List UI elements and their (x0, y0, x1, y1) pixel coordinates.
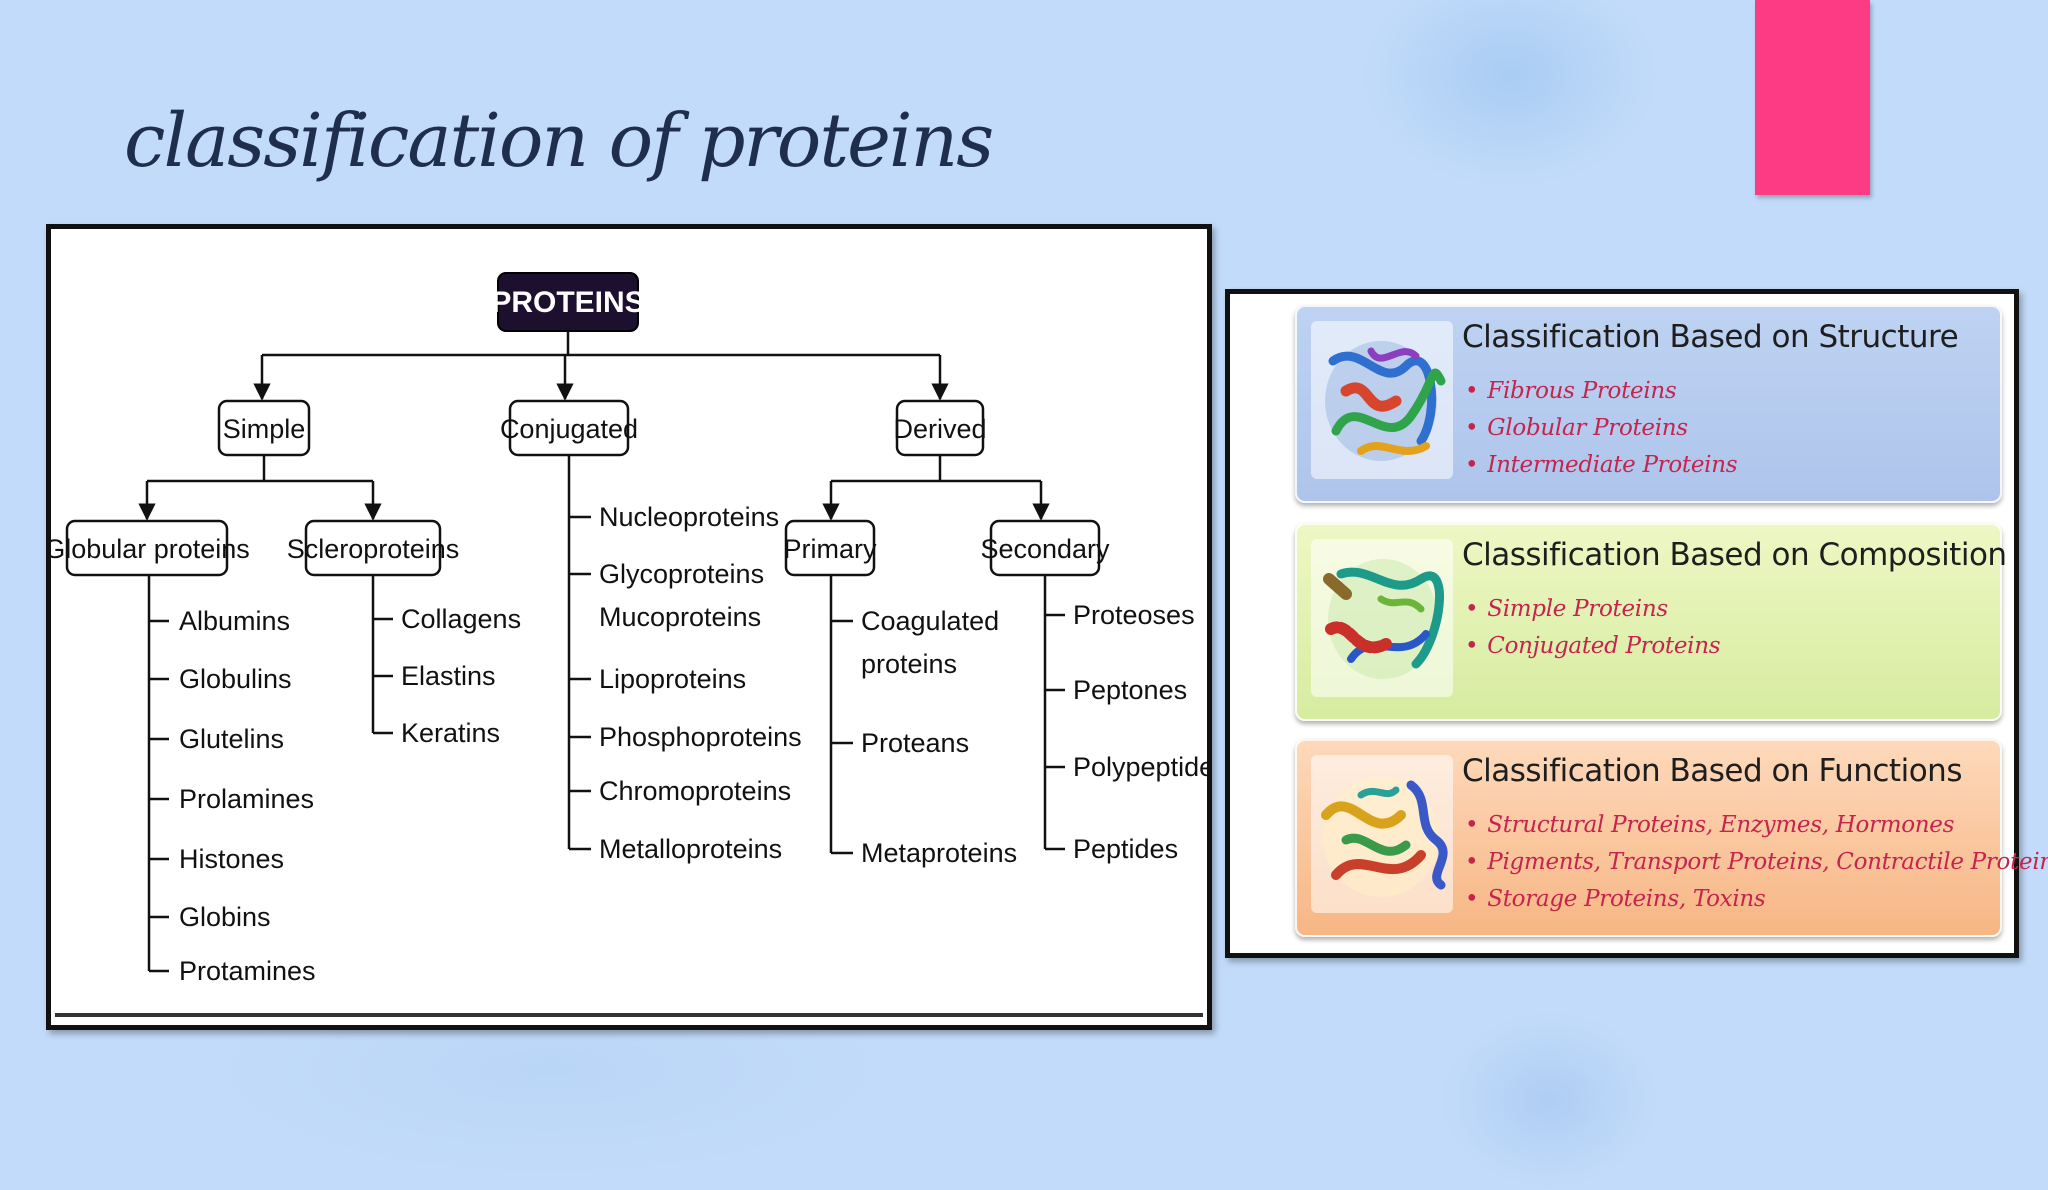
tree-item: Albumins (179, 606, 290, 636)
protein-structure-image (1311, 321, 1453, 479)
node-label: Simple (223, 414, 306, 444)
list-item: Structural Proteins, Enzymes, Hormones (1465, 807, 2048, 844)
tree-item: Peptides (1073, 834, 1178, 864)
protein-structure-image (1311, 539, 1453, 697)
node-conjugated: Conjugated (500, 399, 638, 457)
node-label: Primary (784, 534, 877, 564)
card-list: Structural Proteins, Enzymes, Hormones P… (1465, 807, 2048, 918)
tree-item: Histones (179, 844, 284, 874)
protein-structure-image (1311, 755, 1453, 913)
node-label: Derived (893, 414, 986, 444)
list-item: Storage Proteins, Toxins (1465, 881, 2048, 918)
card-functions: Classification Based on Functions Struct… (1295, 739, 2048, 937)
background-blob (1360, 0, 1660, 190)
tree-item: Chromoproteins (599, 776, 791, 806)
card-heading: Classification Based on Functions (1462, 753, 1962, 789)
card-list: Simple Proteins Conjugated Proteins (1465, 591, 1720, 665)
node-primary: Primary (784, 519, 877, 577)
node-globular-proteins: Globular proteins (51, 519, 250, 577)
tree-item: Protamines (179, 956, 316, 986)
tree-item: proteins (861, 649, 957, 679)
root-label: PROTEINS (491, 286, 644, 319)
node-simple: Simple (217, 399, 311, 457)
scleroproteins-list: Collagens Elastins Keratins (371, 575, 521, 748)
node-label: Secondary (980, 534, 1110, 564)
card-heading: Classification Based on Structure (1462, 319, 1959, 355)
tree-item: Lipoproteins (599, 664, 746, 694)
root-node: PROTEINS (491, 272, 645, 332)
card-structure: Classification Based on Structure Fibrou… (1295, 305, 2002, 503)
card-composition: Classification Based on Composition Simp… (1295, 523, 2007, 721)
simple-connectors (138, 455, 382, 521)
globular-list: Albumins Globulins Glutelins Prolamines … (147, 575, 316, 986)
tree-item: Proteans (861, 728, 969, 758)
divider (55, 1013, 1203, 1017)
list-item: Fibrous Proteins (1465, 373, 1737, 410)
tree-item: Peptones (1073, 675, 1187, 705)
background-blob (1440, 1010, 1660, 1190)
node-label: Conjugated (500, 414, 638, 444)
card-list: Fibrous Proteins Globular Proteins Inter… (1465, 373, 1737, 484)
node-secondary: Secondary (980, 519, 1110, 577)
accent-bar (1755, 0, 1870, 195)
secondary-list: Proteoses Peptones Polypeptides Peptides (1043, 575, 1207, 864)
tree-item: Glycoproteins (599, 559, 764, 589)
node-derived: Derived (893, 399, 987, 457)
tree-item: Coagulated (861, 606, 999, 636)
primary-list: Coagulated proteins Proteans Metaprotein… (829, 575, 1017, 868)
tree-item: Polypeptides (1073, 752, 1207, 782)
list-item: Conjugated Proteins (1465, 628, 1720, 665)
tree-item: Nucleoproteins (599, 502, 779, 532)
list-item: Pigments, Transport Proteins, Contractil… (1465, 844, 2048, 881)
root-connectors (253, 331, 949, 401)
tree-item: Mucoproteins (599, 602, 761, 632)
classification-tree: PROTEINS Simple Conjugated Derived (51, 272, 1207, 986)
tree-item: Elastins (401, 661, 496, 691)
slide-title: classification of proteins (124, 98, 994, 184)
classification-cards-image: Classification Based on Structure Fibrou… (1225, 289, 2048, 958)
tree-item: Phosphoproteins (599, 722, 802, 752)
node-scleroproteins: Scleroproteins (287, 519, 460, 577)
tree-item: Metalloproteins (599, 834, 782, 864)
tree-item: Prolamines (179, 784, 314, 814)
tree-item: Metaproteins (861, 838, 1017, 868)
tree-item: Globins (179, 902, 271, 932)
tree-item: Collagens (401, 604, 521, 634)
node-label: Globular proteins (51, 534, 250, 564)
list-item: Globular Proteins (1465, 410, 1737, 447)
tree-item: Proteoses (1073, 600, 1195, 630)
list-item: Simple Proteins (1465, 591, 1720, 628)
classification-tree-image: PROTEINS Simple Conjugated Derived (46, 224, 1212, 1030)
tree-item: Keratins (401, 718, 500, 748)
tree-item: Globulins (179, 664, 292, 694)
derived-connectors (822, 455, 1050, 521)
card-heading: Classification Based on Composition (1462, 537, 2007, 573)
conjugated-list: Nucleoproteins Glycoproteins Mucoprotein… (567, 455, 802, 864)
node-label: Scleroproteins (287, 534, 460, 564)
list-item: Intermediate Proteins (1465, 447, 1737, 484)
tree-item: Glutelins (179, 724, 284, 754)
